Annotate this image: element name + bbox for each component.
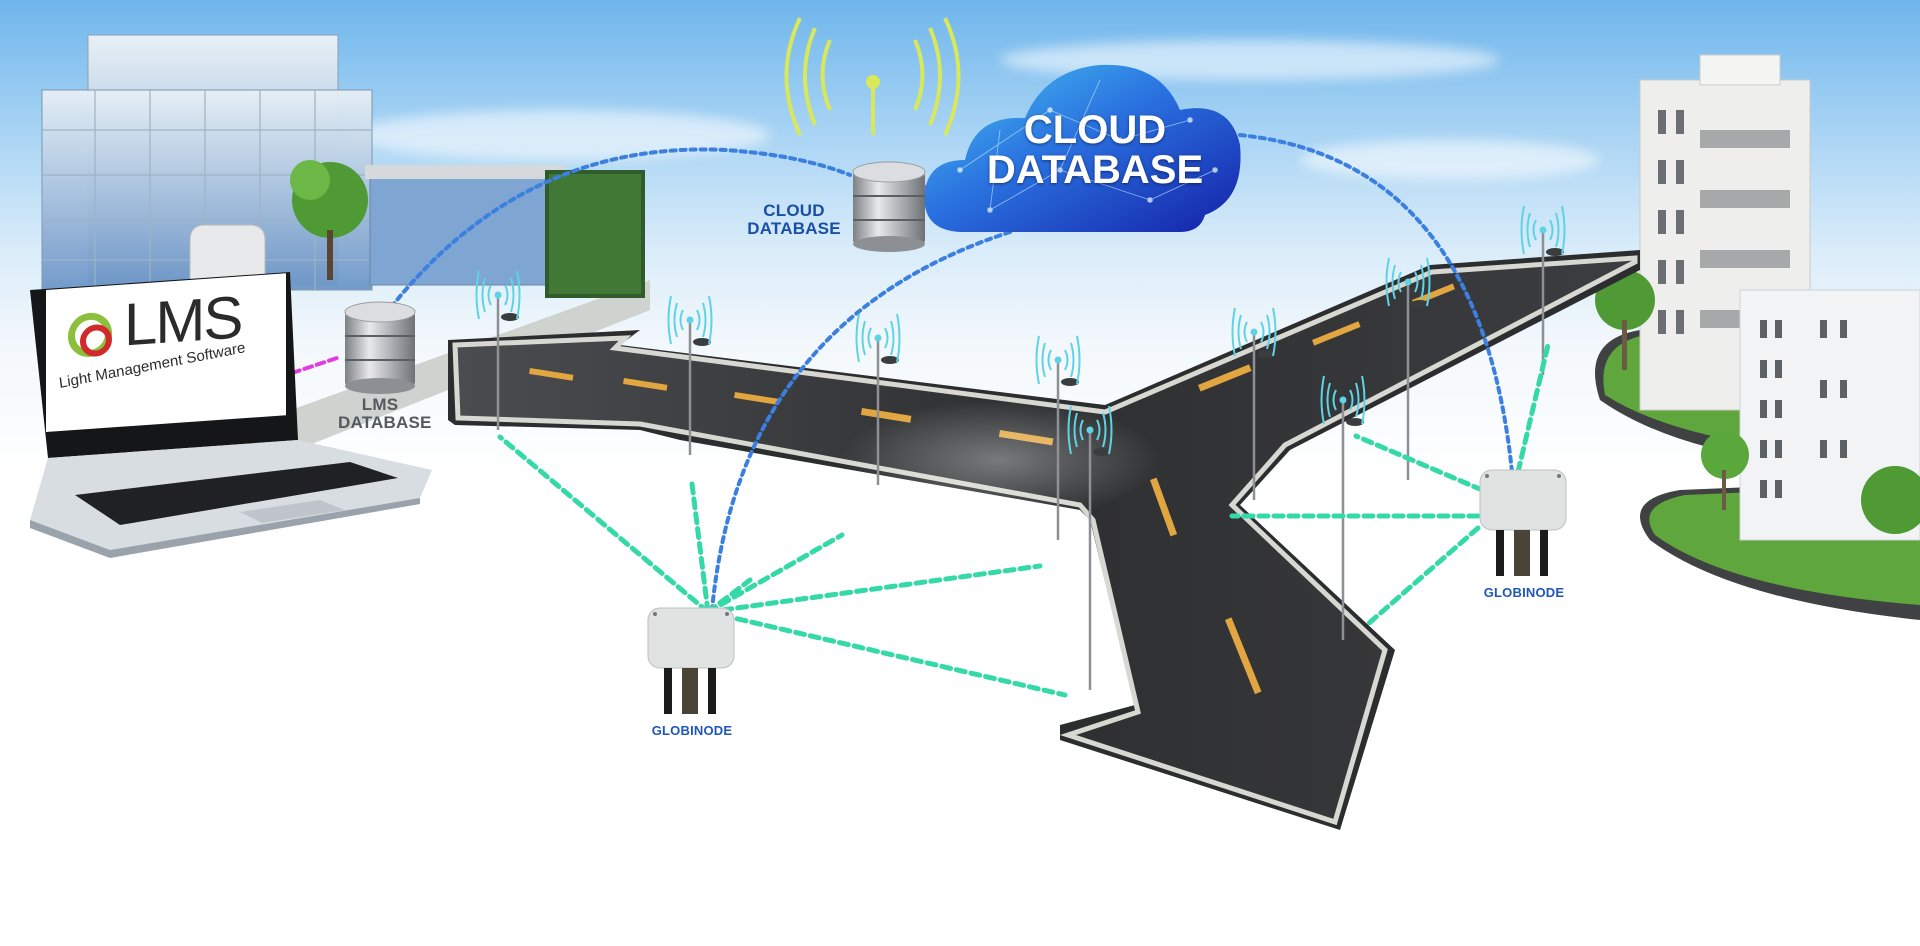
wifi-signal-icon	[1035, 335, 1081, 385]
wireless-antenna-icon	[784, 17, 961, 136]
lamp-head-icon	[501, 313, 519, 321]
wifi-signal-icon	[1067, 405, 1113, 455]
wifi-signal-icon	[1320, 375, 1366, 425]
wifi-signal-icon	[855, 313, 901, 363]
link-lms-db-to-cloud-db	[383, 147, 852, 317]
link-laptop-to-lms-db	[290, 355, 342, 375]
lamp-head-icon	[1257, 350, 1275, 358]
residential-towers	[1595, 54, 1920, 620]
street-light	[667, 295, 713, 455]
street-lights	[475, 205, 1566, 690]
wifi-signal-icon	[1520, 205, 1566, 255]
street-light	[1385, 257, 1431, 480]
globinode-device-2	[1479, 469, 1567, 576]
node1-light-links	[497, 434, 1068, 698]
cloud-database-title: CLOUD DATABASE	[970, 110, 1220, 190]
street-light	[1067, 405, 1113, 690]
globinode-label-1: GLOBINODE	[651, 723, 733, 738]
globinode-label-2: GLOBINODE	[1483, 585, 1565, 600]
cloud-streak	[350, 110, 770, 160]
lamp-head-icon	[1411, 300, 1429, 308]
cloud-title-line1: CLOUD	[1023, 108, 1167, 152]
cloud-title-line2: DATABASE	[986, 148, 1204, 192]
cloud-db-label-line1: CLOUD	[763, 201, 825, 220]
lms-database-label: LMS DATABASE	[338, 395, 432, 432]
links	[290, 133, 1551, 698]
lamp-head-icon	[1093, 448, 1111, 456]
cloud-db-label-line2: DATABASE	[747, 218, 841, 238]
laptop-screen: LMS Light Management Software	[46, 273, 286, 432]
lms-database-label-line1: LMS	[361, 395, 399, 414]
lamp-head-icon	[693, 338, 711, 346]
street-light	[1520, 205, 1566, 375]
cloud-database-small-label: CLOUD DATABASE	[742, 202, 846, 238]
street-light	[1320, 375, 1366, 640]
wifi-signal-icon	[667, 295, 713, 345]
wifi-signal-icon	[475, 270, 521, 320]
lms-database-label-line2: DATABASE	[338, 412, 432, 432]
street-light	[475, 270, 521, 430]
link-cloud-to-node1	[710, 230, 1012, 612]
street-light	[1231, 307, 1277, 500]
link-cloud-to-node2	[1238, 133, 1514, 474]
cloud-streak	[1300, 140, 1600, 180]
lms-database-icon	[344, 301, 416, 394]
street-light	[1035, 335, 1081, 540]
cloud-icon	[924, 64, 1241, 232]
globinode-device-1	[647, 607, 735, 714]
wifi-signal-icon	[1231, 307, 1277, 357]
signal-bulb-icon	[68, 311, 112, 359]
cloud-database-icon	[852, 161, 926, 252]
wifi-signal-icon	[1385, 257, 1431, 307]
lamp-head-icon	[881, 356, 899, 364]
lamp-head-icon	[1061, 378, 1079, 386]
lamp-head-icon	[1346, 418, 1364, 426]
lamp-head-icon	[1546, 248, 1564, 256]
street-light	[855, 313, 901, 485]
node2-light-links	[1229, 342, 1551, 627]
